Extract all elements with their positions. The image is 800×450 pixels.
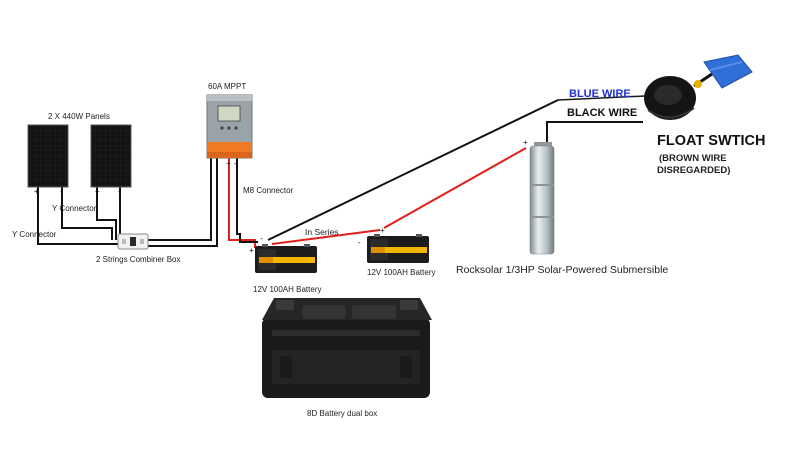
panel-right-minus: - [118, 187, 121, 196]
battery-1-plus: + [249, 246, 254, 255]
float-switch [644, 54, 753, 120]
mppt-label: 60A MPPT [208, 82, 246, 91]
solar-panel-left [27, 124, 69, 188]
mppt-minus: - [234, 159, 237, 168]
battery-2 [367, 234, 429, 263]
combiner-box [117, 233, 149, 250]
battery-1-minus: - [260, 234, 263, 243]
y-connector-label-lower: Y Connector [12, 230, 57, 239]
panel-right-plus: + [95, 187, 100, 196]
m8-connector-label: M8 Connector [243, 186, 294, 195]
black-wire-label: BLACK WIRE [567, 107, 637, 119]
mppt-plus: + [226, 159, 231, 168]
battery-box [262, 298, 432, 398]
solar-panel-right [90, 124, 132, 188]
battery-box-label: 8D Battery dual box [307, 409, 377, 418]
battery-1 [255, 244, 317, 273]
pump-plus: + [523, 138, 528, 147]
combiner-label: 2 Strings Combiner Box [96, 255, 180, 264]
submersible-pump [529, 142, 555, 255]
pump-minus: - [546, 133, 549, 142]
battery-2-label: 12V 100AH Battery [367, 268, 435, 277]
blue-wire-label: BLUE WIRE [569, 88, 631, 100]
pump-label: Rocksolar 1/3HP Solar-Powered Submersibl… [456, 264, 668, 276]
battery-2-plus: + [380, 226, 385, 235]
battery-2-minus: - [358, 238, 361, 247]
panels-label: 2 X 440W Panels [48, 112, 110, 121]
float-switch-title: FLOAT SWTICH [657, 133, 765, 149]
in-series-label: In Series [305, 227, 339, 237]
battery-1-label: 12V 100AH Battery [253, 285, 321, 294]
panel-left-minus: - [60, 187, 63, 196]
panel-left-plus: + [34, 187, 39, 196]
y-connector-label-upper: Y Connector [52, 204, 97, 213]
float-switch-note-line2: DISREGARDED) [657, 165, 730, 176]
float-switch-note-line1: (BROWN WIRE [659, 153, 727, 164]
mppt-controller [206, 94, 253, 159]
wires [37, 95, 646, 248]
